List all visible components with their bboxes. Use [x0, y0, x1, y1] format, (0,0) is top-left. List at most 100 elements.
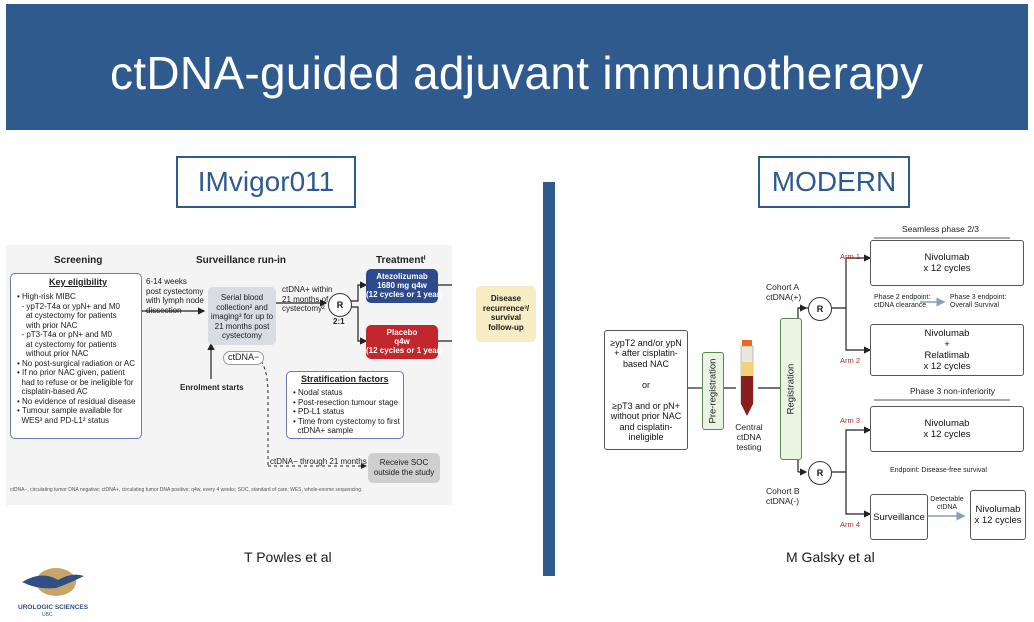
arm-1-label: Arm 1: [840, 252, 861, 261]
imvigor011-footnote: ctDNA−, circulating tumor DNA negative; …: [10, 487, 363, 493]
modern-eligibility-line: [610, 369, 681, 380]
urologic-sciences-logo: UROLOGIC SCIENCES UBC: [18, 566, 88, 618]
ctdna-positive-line: 21 months of: [282, 294, 329, 304]
seamless-phase-label: Seamless phase 2/3: [902, 224, 980, 234]
disease-recurrence-line: follow-up: [488, 322, 524, 332]
cohort-a-line: Cohort A: [766, 282, 800, 292]
eligibility-line: • High-risk MIBC: [17, 292, 76, 301]
key-eligibility-title: Key eligibility: [49, 277, 108, 287]
cohort-b-line: ctDNA(-): [766, 496, 800, 506]
modern-eligibility-line: + after cisplatin-: [614, 348, 678, 358]
phase3-endpoint-line: Phase 3 endpoint:: [950, 294, 1007, 301]
weeks-note-line: 6-14 weeks: [146, 277, 187, 286]
eligibility-line: WES³ and PD-L1² status: [17, 415, 110, 425]
slide-header: ctDNA-guided adjuvant immunotherapy: [6, 4, 1028, 130]
modern-schema: ≥ypT2 and/or ypN+ after cisplatin-based …: [598, 210, 1028, 546]
registration-box: Registration: [780, 318, 802, 460]
phase3-endpoint-line: Overall Survival: [950, 302, 1000, 309]
placebo-line: (12 cycles or 1 year): [366, 346, 443, 355]
central-testing-line: Central: [735, 422, 763, 432]
stratification-box: Stratification factors • Nodal status• P…: [286, 371, 404, 439]
eagle-logo-icon: [22, 568, 84, 596]
cohort-a-line: ctDNA(+): [766, 292, 802, 302]
arm-4-label: Arm 4: [840, 520, 861, 529]
stratification-item: • Post-resection tumour stage: [293, 397, 399, 407]
phase3-endpoint: Phase 3 endpoint:Overall Survival: [950, 294, 1006, 310]
modern-eligibility-line: ≥pT3 and or pN+: [612, 400, 680, 411]
endpoint-dfs: Endpoint: Disease-free survival: [890, 467, 987, 474]
eligibility-line: • No post-surgical radiation or AC: [17, 358, 135, 368]
stratification-title: Stratification factors: [301, 374, 389, 384]
eligibility-line: - pT3-T4a or pN+ and M0: [17, 330, 112, 339]
arm-3-line: Nivolumab: [924, 418, 970, 429]
receive-soc-line: outside the study: [373, 467, 435, 477]
imvigor011-schema: Screening Key eligibility • High-risk MI…: [6, 245, 452, 505]
randomise-b-r: R: [816, 468, 824, 478]
logo-text: UROLOGIC SCIENCES: [18, 604, 89, 611]
stratification-item: ctDNA+ sample: [293, 426, 354, 435]
modern-eligibility-line: [610, 390, 681, 401]
modern-arrows: [686, 237, 1010, 521]
ctdna-negative-21-months: ctDNA− through 21 months: [270, 457, 367, 466]
eligibility-line: at cystectomy for patients: [17, 339, 117, 349]
surveillance-heading: Surveillance run-in: [196, 255, 287, 266]
key-eligibility-list: • High-risk MIBC - ypT2-T4a or ypN+ and …: [17, 292, 135, 425]
slide-title: ctDNA-guided adjuvant immunotherapy: [110, 47, 924, 99]
atezolizumab-line: (12 cycles or 1 year): [366, 290, 443, 299]
key-eligibility-box: Key eligibility • High-risk MIBC - ypT2-…: [10, 273, 142, 439]
study-title-imvigor011: IMvigor011: [176, 156, 356, 208]
eligibility-line: without prior NAC: [17, 349, 89, 358]
modern-eligibility-line: without prior NAC: [610, 411, 682, 421]
modern-eligibility-line: and cisplatin-: [619, 421, 673, 432]
arm-1-line: x 12 cycles: [923, 263, 971, 274]
stratification-item: • Nodal status: [293, 388, 343, 397]
surveillance-text: Surveillance: [873, 511, 925, 523]
modern-author: M Galsky et al: [786, 549, 875, 565]
arm-3-line: x 12 cycles: [923, 429, 971, 440]
ctdna-tube-icon: [736, 340, 758, 420]
eligibility-line: with prior NAC: [17, 320, 78, 330]
serial-blood-line: collection² and: [216, 302, 268, 312]
eligibility-line: cisplatin-based AC: [17, 387, 88, 396]
central-testing-line: ctDNA: [736, 432, 762, 442]
eligibility-line: • Tumour sample available for: [17, 406, 123, 415]
arm-4-line: Nivolumab: [975, 504, 1021, 515]
screening-heading: Screening: [54, 255, 103, 266]
imvigor011-arrows: [141, 281, 452, 469]
surveillance-box: Surveillance: [870, 494, 928, 540]
modern-eligibility-box: ≥ypT2 and/or ypN+ after cisplatin-based …: [604, 330, 688, 450]
center-divider: [543, 182, 555, 576]
arm-2-line: +: [944, 339, 950, 350]
weeks-note-line: dissection: [146, 305, 182, 315]
arm-4-line: x 12 cycles: [974, 515, 1022, 526]
serial-blood-line: Serial blood: [220, 293, 264, 302]
cohort-b-line: Cohort B: [766, 486, 800, 496]
ctdna-positive-line: ctDNA+ within: [282, 285, 333, 294]
phase2-endpoint: Phase 2 endpoint:ctDNA clearance: [874, 294, 930, 310]
arm-2-line: Relatlimab: [924, 350, 970, 361]
arm-2-line: x 12 cycles: [923, 361, 971, 372]
modern-eligibility-line: ineligible: [628, 432, 664, 442]
randomise-ratio: 2:1: [333, 317, 345, 326]
preregistration-label: Pre-registration: [707, 358, 719, 424]
eligibility-line: at cystectomy for patients: [17, 311, 117, 320]
phase3-noninferiority-label: Phase 3 non-inferiority: [910, 386, 996, 396]
ctdna-positive-line: cystectomy²: [282, 304, 325, 313]
eligibility-line: had to refuse or be ineligible for: [17, 377, 134, 387]
